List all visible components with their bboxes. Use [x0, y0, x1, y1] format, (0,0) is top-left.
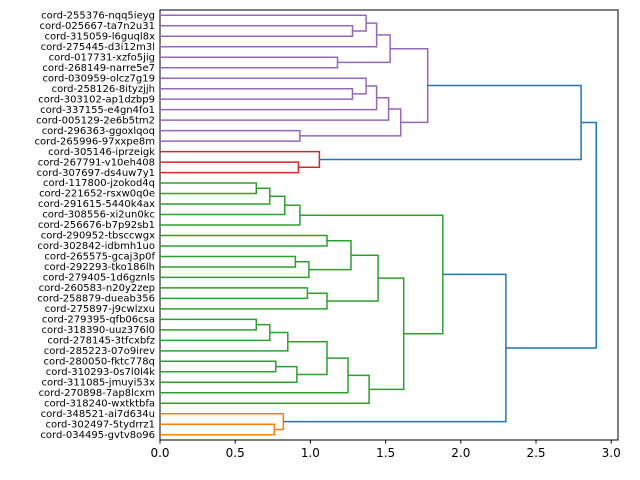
dendrogram-link-green	[160, 374, 370, 405]
dendrogram-link-purple	[160, 56, 339, 69]
dendrogram-link-purple	[160, 24, 354, 37]
dendrogram-link-blue	[319, 84, 582, 161]
dendrogram-link-green	[160, 323, 271, 342]
leaf-label: cord-260583-n20y2zep	[39, 283, 155, 294]
dendrogram-link-orange	[160, 423, 276, 436]
leaf-label: cord-285223-07o9irev	[44, 346, 155, 357]
leaf-label: cord-268149-narre5e7	[42, 63, 155, 74]
leaf-label: cord-117800-jzokod4q	[43, 178, 155, 189]
leaf-label: cord-279405-1d6gznls	[43, 273, 155, 284]
leaf-label: cord-311085-jmuyi53x	[42, 378, 156, 389]
leaf-label: cord-305146-iprzeigk	[48, 147, 155, 158]
leaf-label: cord-005129-2e6b5tm2	[36, 115, 155, 126]
leaf-label: cord-265996-97xxpe8m	[35, 136, 155, 147]
leaf-label: cord-255376-nqq5ieyg	[41, 10, 155, 21]
dendrogram-link-red	[160, 161, 300, 174]
leaf-label: cord-318390-uuz376l0	[42, 325, 155, 336]
leaf-label: cord-308556-xi2un0kc	[42, 210, 155, 221]
dendrogram-link-green	[327, 254, 379, 302]
leaf-label: cord-290952-tbsccwgx	[41, 231, 155, 242]
leaf-label: cord-256676-b7p92sb1	[38, 220, 155, 231]
leaf-label: cord-275445-d3i12m3l	[41, 42, 155, 53]
dendrogram-link-purple	[160, 129, 301, 142]
dendrogram-link-green	[160, 260, 310, 279]
dendrogram-link-green	[287, 340, 328, 376]
dendrogram-link-purple	[160, 85, 378, 111]
dendrogram-link-purple	[160, 87, 354, 100]
leaf-label: cord-280050-fktc778q	[44, 357, 155, 368]
leaf-label: cord-296363-ggoxlqoq	[42, 126, 155, 137]
x-tick-label: 3.0	[602, 446, 621, 460]
dendrogram-link-green	[299, 214, 444, 335]
dendrogram-link-purple	[160, 14, 367, 32]
leaf-label: cord-267791-v10eh408	[38, 157, 155, 168]
dendrogram-link-blue	[283, 273, 507, 423]
dendrogram-link-green	[369, 277, 405, 391]
dendrogram-link-purple	[299, 108, 402, 137]
dendrogram-link-green	[160, 331, 289, 352]
leaf-label: cord-025667-ta7n2u31	[40, 21, 155, 32]
x-tick-label: 2.0	[451, 446, 470, 460]
leaf-label: cord-275897-j9cwlzxu	[45, 304, 155, 315]
dendrogram-link-green	[160, 195, 286, 216]
dendrogram-link-green	[160, 182, 258, 195]
leaf-label: cord-291615-5440k4ax	[38, 199, 155, 210]
x-tick-label: 0.5	[226, 446, 245, 460]
leaf-label: cord-034495-gvtv8o96	[40, 430, 155, 441]
dendrogram-link-green	[160, 187, 271, 205]
leaf-label: cord-307697-ds4uw7y1	[37, 168, 155, 179]
dendrogram-links	[160, 14, 597, 436]
leaf-label: cord-303102-ap1dzbp9	[38, 94, 155, 105]
leaf-label: cord-278145-3tfcxbfz	[47, 336, 155, 347]
x-tick-label: 1.0	[301, 446, 320, 460]
dendrogram-link-green	[160, 287, 309, 300]
dendrogram-link-green	[160, 292, 328, 310]
dendrogram-link-green	[160, 360, 277, 373]
dendrogram-link-green	[160, 234, 328, 247]
dendrogram-link-purple	[160, 77, 367, 95]
leaf-label: cord-279395-qfb06csa	[42, 315, 155, 326]
leaf-label: cord-265575-gcaj3p0f	[44, 252, 155, 263]
dendrogram-link-purple	[337, 34, 391, 64]
leaf-label: cord-270898-7ap8lcxm	[39, 388, 155, 399]
dendrogram-link-purple	[160, 22, 378, 48]
dendrogram-link-green	[160, 255, 297, 268]
dendrogram-link-green	[308, 239, 352, 271]
leaf-label: cord-030959-olcz7g19	[42, 73, 155, 84]
leaf-label: cord-258879-dueab356	[37, 294, 155, 305]
leaf-label: cord-302842-idbmh1uo	[37, 241, 155, 252]
dendrogram-link-green	[160, 357, 349, 394]
dendrogram-link-purple	[390, 47, 429, 124]
leaf-label: cord-348521-ai7d634u	[41, 409, 155, 420]
x-tick-label: 2.5	[526, 446, 545, 460]
x-tick-label: 1.5	[376, 446, 395, 460]
leaf-label: cord-017731-xzfo5jig	[49, 52, 155, 63]
leaf-label: cord-310293-0s7l0l4k	[46, 367, 156, 378]
dendrogram-link-green	[160, 318, 258, 331]
leaf-label: cord-258126-8ityzjjh	[52, 84, 155, 95]
dendrogram-link-orange	[160, 413, 285, 431]
leaf-label: cord-337155-e4gn4fo1	[40, 105, 155, 116]
leaf-label: cord-221652-rsxw0q0e	[39, 189, 155, 200]
leaf-labels: cord-255376-nqq5ieygcord-025667-ta7n2u31…	[35, 10, 156, 441]
x-axis: 0.0 0.5 1.0 1.5 2.0 2.5 3.0	[150, 440, 621, 460]
dendrogram-link-red	[160, 150, 321, 169]
leaf-label: cord-315059-l6guql8x	[44, 31, 155, 42]
dendrogram-link-blue	[505, 121, 597, 349]
leaf-label: cord-302497-5tydrrz1	[46, 419, 156, 430]
leaf-label: cord-318240-wxtktbfa	[44, 398, 155, 409]
x-tick-label: 0.0	[150, 446, 169, 460]
leaf-label: cord-292293-tko186lh	[44, 262, 155, 273]
